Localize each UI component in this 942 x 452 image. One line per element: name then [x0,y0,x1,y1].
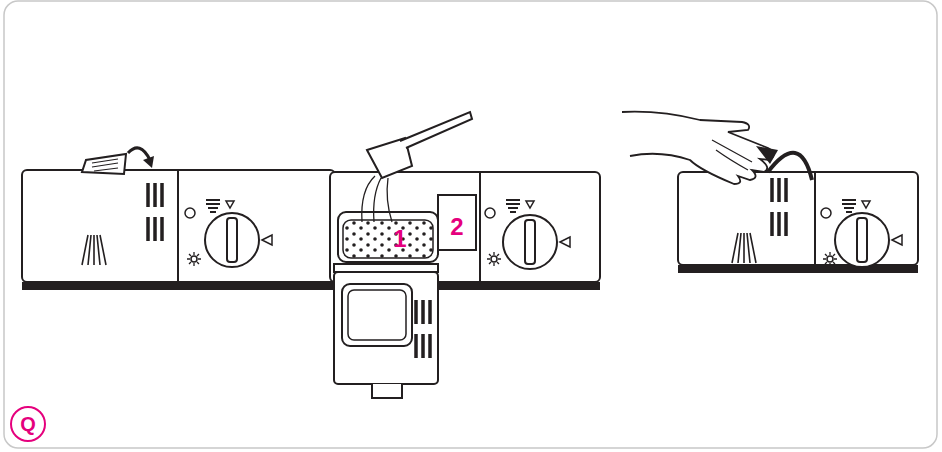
dispenser-closing [622,112,918,273]
callout-number: 2 [450,215,463,239]
section-badge: Q [11,407,45,441]
callout-number: 1 [393,227,406,251]
dispenser-open [330,112,600,398]
compartment-label: 2 [438,210,476,244]
compartment-label: 1 [380,222,420,256]
dispenser-closed [22,148,335,290]
callout-number: Q [20,414,36,434]
